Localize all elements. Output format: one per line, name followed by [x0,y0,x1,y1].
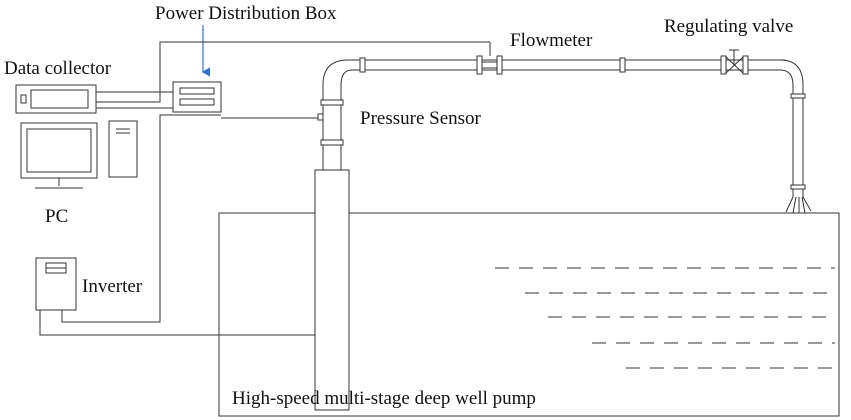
pipe-elbow-left [322,59,353,86]
horizontal-pipe [348,55,785,75]
water-tank [218,212,840,417]
wiring [39,41,490,336]
outlet-pipe [785,85,812,214]
inverter [35,257,77,311]
label-power-distribution-box: Power Distribution Box [155,3,337,24]
label-pc: PC [45,206,68,227]
deep-well-pump [314,169,350,411]
water-surface-lines [495,267,835,369]
pressure-sensor [317,113,324,121]
label-data-collector: Data collector [4,58,112,79]
label-pump: High-speed multi-stage deep well pump [232,388,536,409]
pipe-elbow-right [779,59,804,86]
label-inverter: Inverter [82,276,143,297]
data-collector [15,84,97,114]
label-flowmeter: Flowmeter [510,30,593,51]
label-regulating-valve: Regulating valve [664,16,793,37]
pc [20,120,138,189]
power-distribution-box [172,81,222,113]
label-pressure-sensor: Pressure Sensor [360,108,482,129]
regulating-valve [725,49,744,74]
riser-pipe [320,85,344,170]
